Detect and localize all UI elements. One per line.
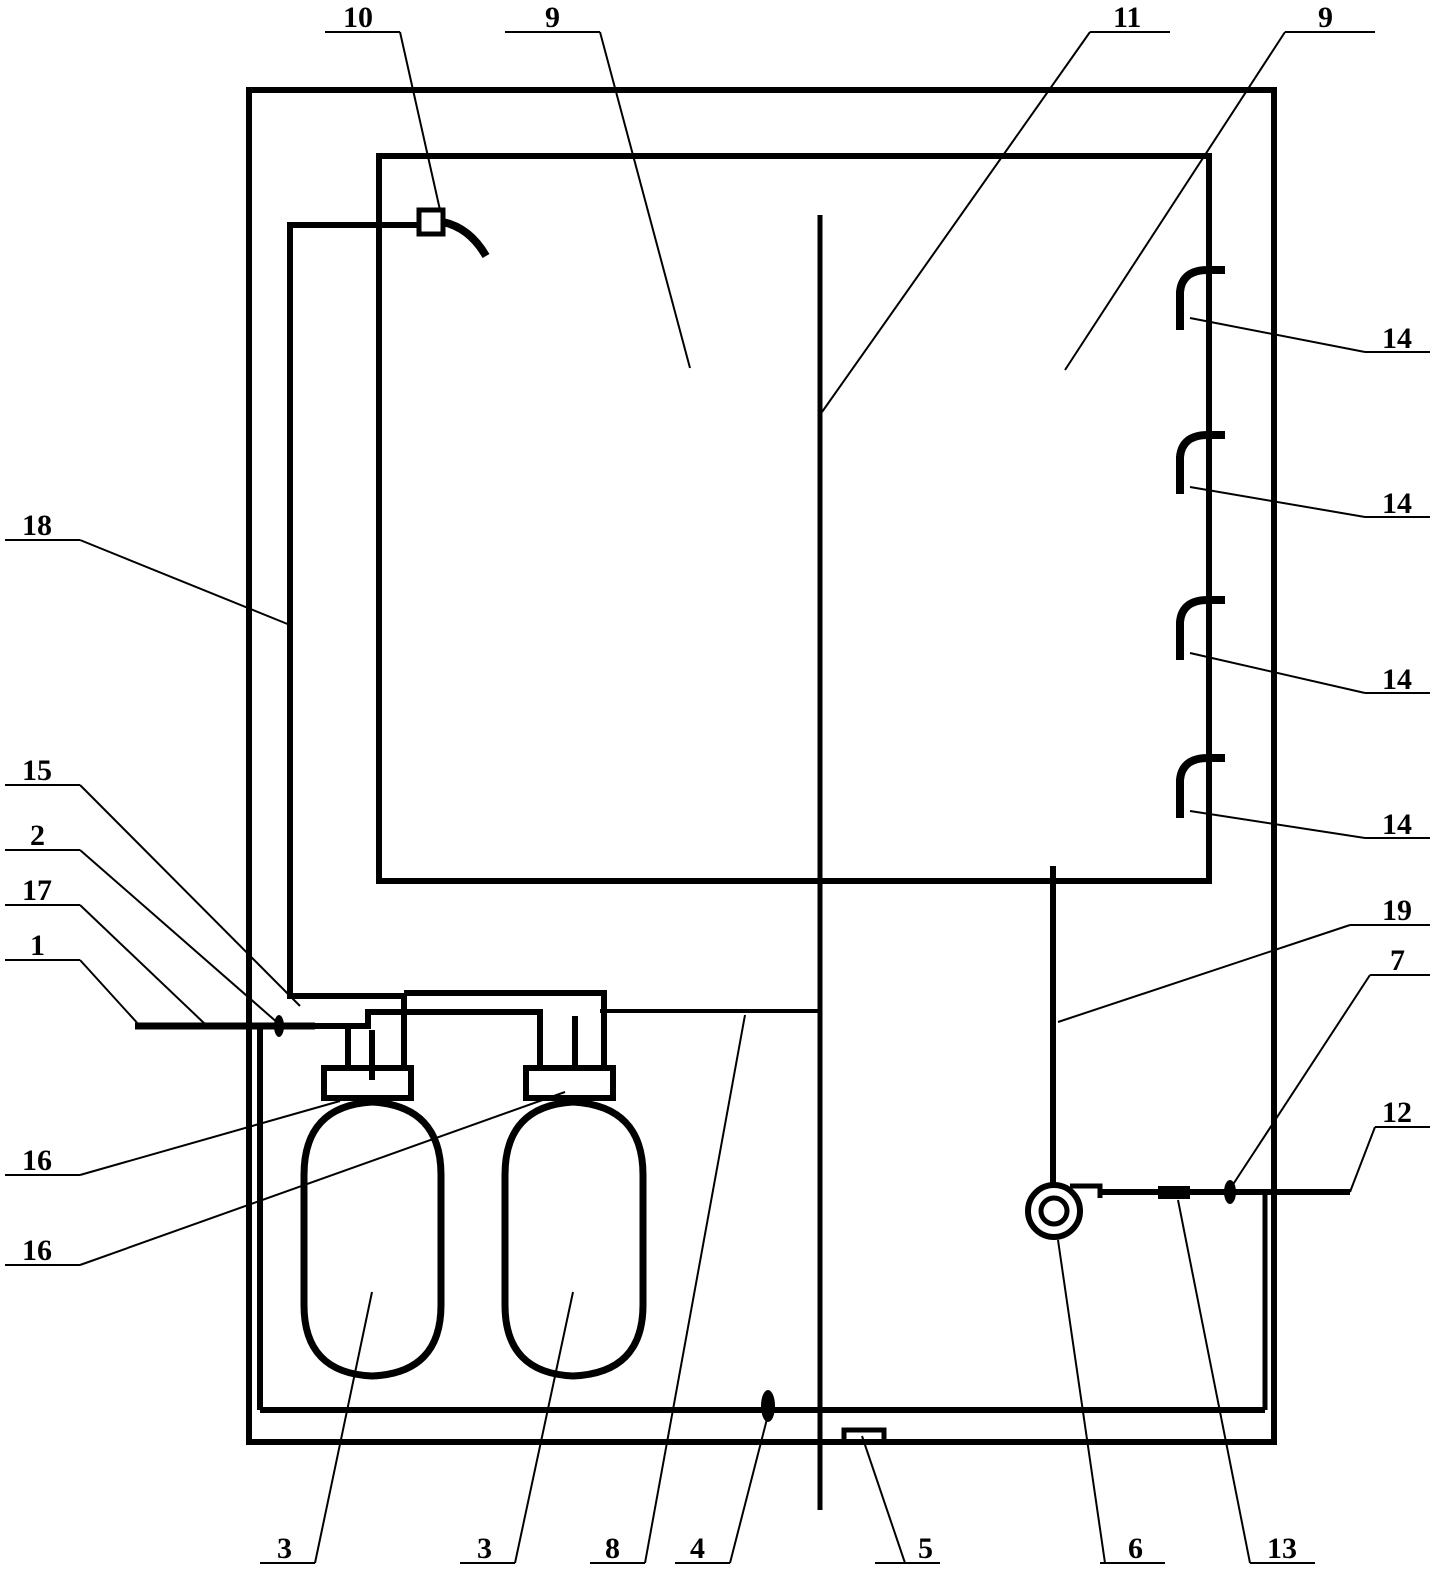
label-2: 2: [30, 819, 45, 852]
label-14-2: 14: [1382, 487, 1412, 520]
outer-cabinet: [246, 87, 1277, 1445]
valve-4-icon: [761, 1390, 775, 1422]
label-8: 8: [605, 1532, 620, 1565]
label-3-left: 3: [277, 1532, 292, 1565]
label-10: 10: [343, 1, 373, 34]
label-14-1: 14: [1382, 322, 1412, 355]
gas-tank-left: [300, 1065, 445, 1380]
label-19: 19: [1382, 894, 1412, 927]
pipe-15: [310, 1009, 543, 1068]
valve-2-icon: [274, 1015, 284, 1037]
label-17: 17: [22, 874, 52, 907]
label-6: 6: [1128, 1532, 1143, 1565]
label-18: 18: [22, 509, 52, 542]
callout-labels: 10 9 11 9 14 14 14 14 18 15 2 17 1 19 7 …: [22, 1, 1412, 1565]
nozzle-icon: [416, 207, 490, 259]
spray-heads: [1176, 266, 1225, 818]
pump-icon: [1025, 1182, 1103, 1240]
label-9-right: 9: [1318, 1, 1333, 34]
gas-tank-right: [501, 1065, 647, 1380]
leader-lines: [5, 31, 1430, 1564]
pipe-18: [287, 222, 420, 1068]
label-11: 11: [1113, 1, 1141, 34]
label-4: 4: [690, 1532, 705, 1565]
label-5: 5: [918, 1532, 933, 1565]
label-15: 15: [22, 754, 52, 787]
label-14-4: 14: [1382, 808, 1412, 841]
label-7: 7: [1390, 944, 1405, 977]
inner-chamber: [376, 153, 1212, 884]
label-13: 13: [1267, 1532, 1297, 1565]
label-1: 1: [30, 929, 45, 962]
pipe-18-branch: [404, 990, 607, 1068]
label-16-1: 16: [22, 1144, 52, 1177]
label-9-left: 9: [545, 1, 560, 34]
filter-13-icon: [1158, 1186, 1190, 1199]
label-12: 12: [1382, 1096, 1412, 1129]
label-14-3: 14: [1382, 663, 1412, 696]
label-16-2: 16: [22, 1234, 52, 1267]
label-3-right: 3: [477, 1532, 492, 1565]
